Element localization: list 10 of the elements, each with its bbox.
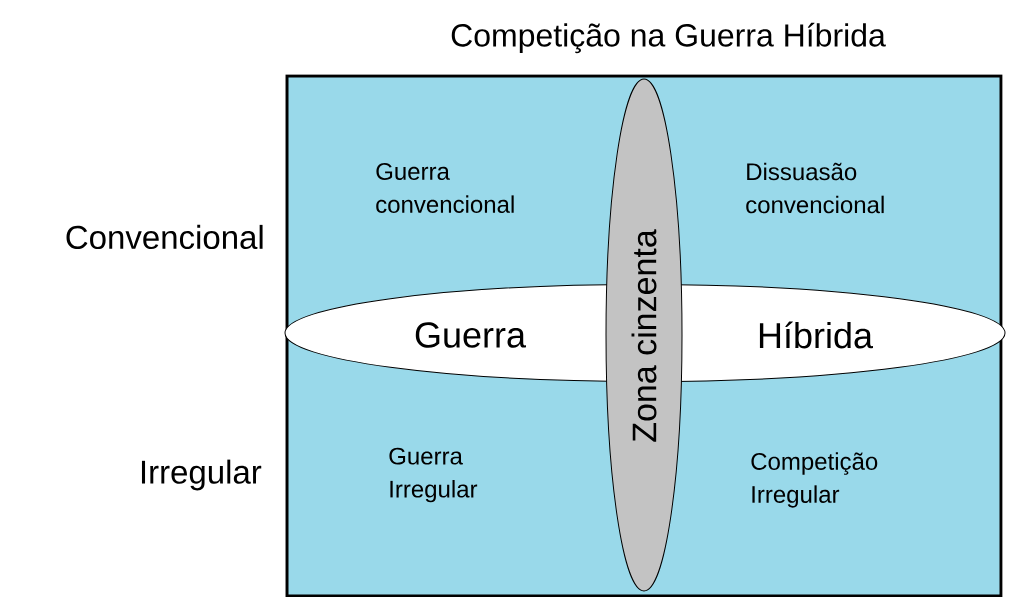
quadrant-label: Guerra convencional: [376, 163, 514, 213]
axis-label: Irregular: [141, 459, 262, 491]
ellipse-label: Zona cinzenta: [631, 229, 657, 442]
ellipse-label: Híbrida: [759, 321, 873, 349]
axis-label: Convencional: [66, 224, 263, 250]
quadrant-label: Competição Irregular: [751, 452, 878, 508]
title: Competição na Guerra Híbrida: [451, 22, 886, 54]
quadrant-label: Dissuasão convencional: [746, 162, 884, 214]
ellipse-label: Guerra: [415, 322, 526, 348]
quadrant-label: Guerra Irregular: [389, 447, 478, 503]
